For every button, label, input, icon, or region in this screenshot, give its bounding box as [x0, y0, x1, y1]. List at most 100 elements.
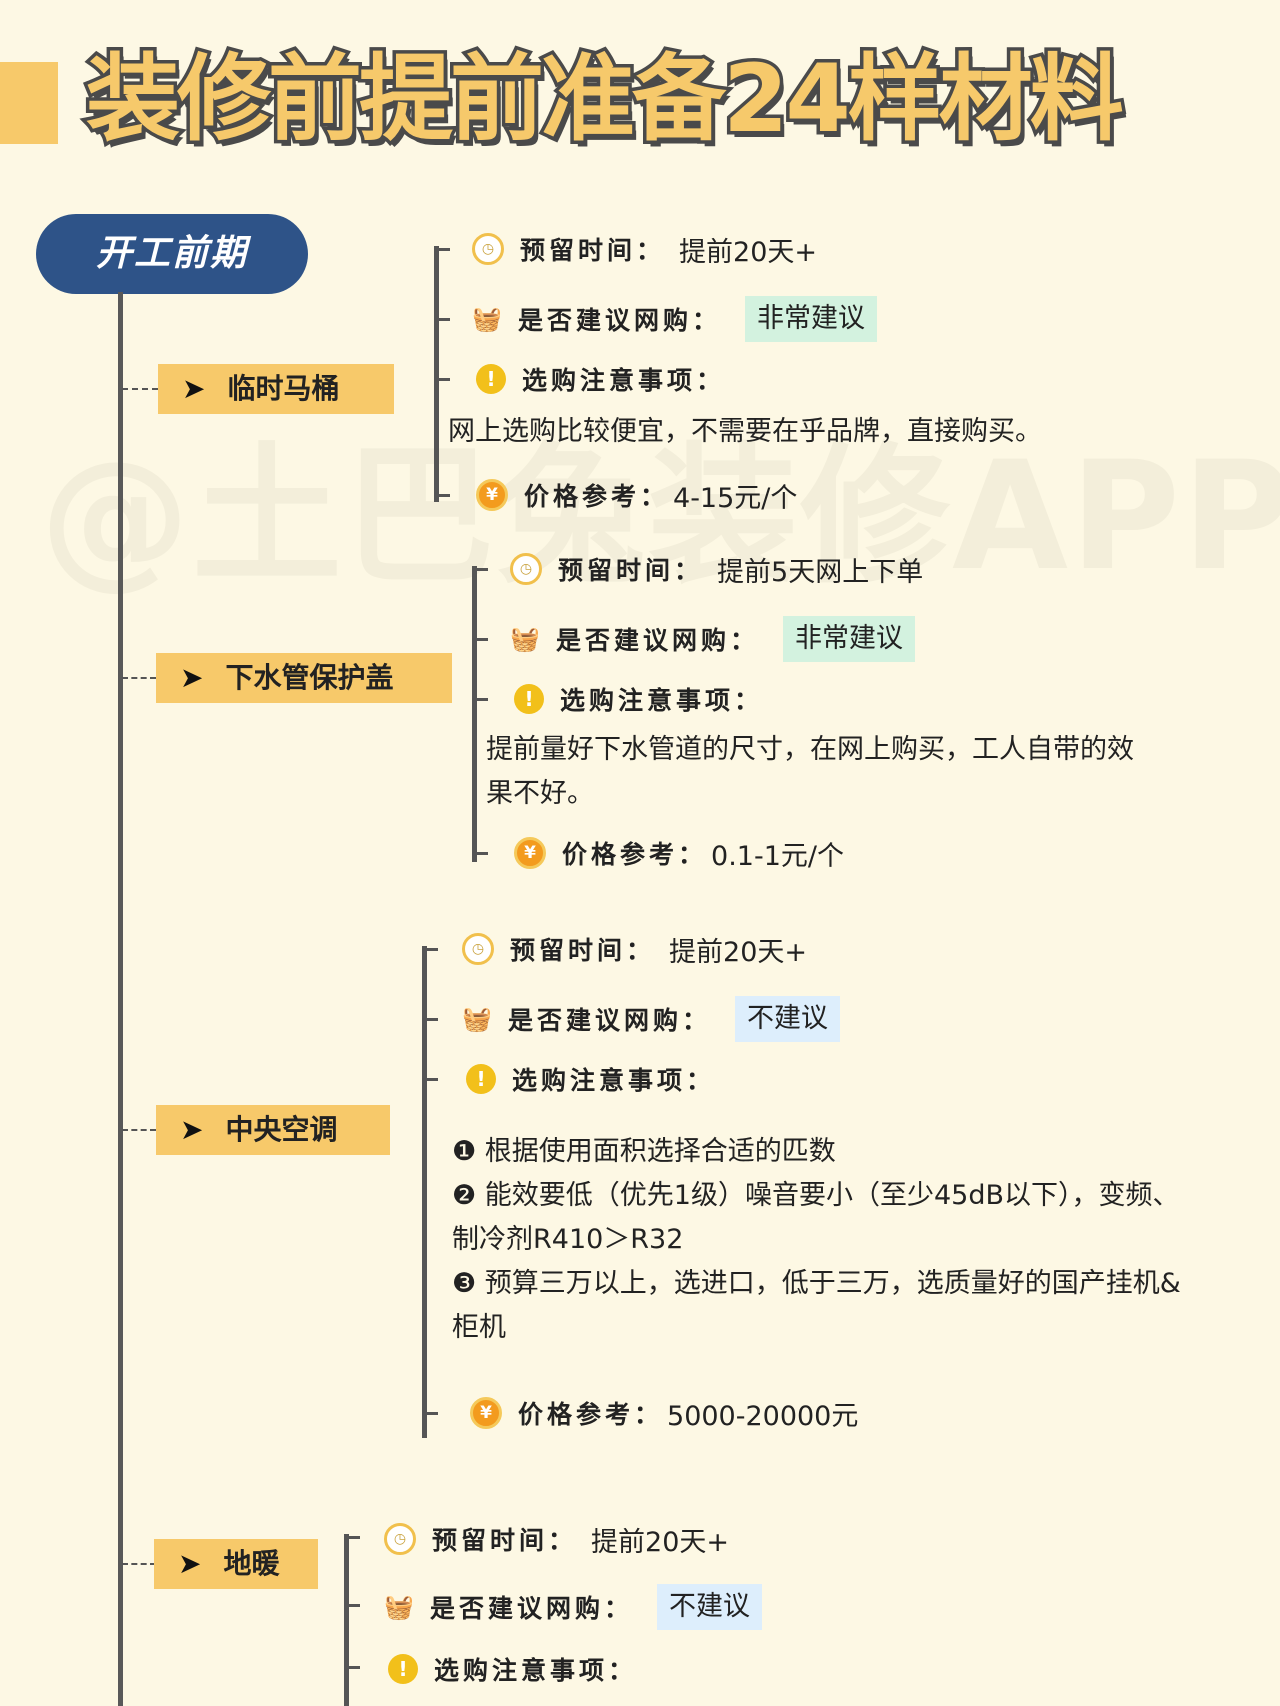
basket-icon: 🧺	[384, 1593, 414, 1621]
tick	[348, 1536, 360, 1539]
row-time: ◷ 预留时间： 提前20天+	[384, 1516, 729, 1562]
row-notes: ! 选购注意事项：	[388, 1646, 637, 1692]
connector-dash	[122, 677, 156, 679]
online-tag: 非常建议	[745, 296, 878, 342]
label-online: 是否建议网购：	[508, 1006, 712, 1035]
tick	[438, 378, 450, 381]
connector-dash	[122, 1563, 156, 1565]
yen-icon: ¥	[470, 1397, 502, 1429]
label-price: 价格参考：	[562, 840, 708, 869]
note-line: ❸ 预算三万以上，选进口，低于三万，选质量好的国产挂机&	[452, 1268, 1181, 1299]
note-line: ❷ 能效要低（优先1级）噪音要小（至少45dB以下），变频、	[452, 1180, 1180, 1211]
item-label-floor-heating: ➤地暖	[154, 1539, 318, 1589]
basket-icon: 🧺	[510, 625, 540, 653]
clock-icon: ◷	[510, 553, 542, 585]
detail-bracket	[434, 246, 439, 502]
row-time: ◷ 预留时间： 提前5天网上下单	[510, 546, 923, 592]
tick	[426, 1018, 438, 1021]
row-online: 🧺 是否建议网购： 不建议	[384, 1584, 763, 1630]
note-line: 柜机	[452, 1312, 506, 1343]
clock-icon: ◷	[462, 933, 494, 965]
note-line: 制冷剂R410＞R32	[452, 1224, 684, 1255]
value-time: 提前20天+	[591, 1526, 729, 1558]
label-notes: 选购注意事项：	[560, 686, 764, 715]
label-price: 价格参考：	[518, 1400, 664, 1429]
note-text: 网上选购比较便宜，不需要在乎品牌，直接购买。	[448, 416, 1042, 447]
online-tag: 非常建议	[783, 616, 916, 662]
label-time: 预留时间：	[520, 236, 666, 265]
item-name: 临时马桶	[227, 372, 340, 405]
basket-icon: 🧺	[472, 305, 502, 333]
label-time: 预留时间：	[432, 1526, 578, 1555]
label-notes: 选购注意事项：	[512, 1066, 716, 1095]
online-tag: 不建议	[735, 996, 841, 1042]
clock-icon: ◷	[384, 1523, 416, 1555]
yen-icon: ¥	[476, 479, 508, 511]
arrow-icon: ➤	[180, 661, 204, 694]
warning-icon: !	[514, 684, 544, 714]
connector-dash	[122, 1129, 156, 1131]
warning-icon: !	[466, 1064, 496, 1094]
tick	[348, 1666, 360, 1669]
item-name: 下水管保护盖	[225, 661, 394, 694]
row-notes: ! 选购注意事项：	[466, 1056, 715, 1102]
warning-icon: !	[388, 1654, 418, 1684]
row-price: ¥ 价格参考： 0.1-1元/个	[514, 830, 844, 876]
tick	[426, 1078, 438, 1081]
row-online: 🧺 是否建议网购： 非常建议	[472, 296, 878, 342]
label-online: 是否建议网购：	[556, 626, 760, 655]
detail-bracket	[422, 946, 427, 1438]
tick	[348, 1604, 360, 1607]
detail-bracket	[472, 566, 477, 862]
note-line: 果不好。	[486, 778, 594, 809]
label-price: 价格参考：	[524, 482, 670, 511]
label-online: 是否建议网购：	[518, 306, 722, 335]
note-line: 提前量好下水管道的尺寸，在网上购买，工人自带的效	[486, 734, 1134, 765]
tick	[426, 948, 438, 951]
connector-dash	[122, 388, 158, 390]
value-price: 4-15元/个	[673, 482, 798, 514]
value-time: 提前20天+	[669, 936, 807, 968]
note-line: ❶ 根据使用面积选择合适的匹数	[452, 1136, 836, 1167]
note-list: ❶ 根据使用面积选择合适的匹数 ❷ 能效要低（优先1级）噪音要小（至少45dB以…	[452, 1130, 1181, 1350]
value-price: 5000-20000元	[667, 1400, 859, 1432]
yen-icon: ¥	[514, 837, 546, 869]
timeline-spine	[118, 292, 123, 1706]
online-tag: 不建议	[657, 1584, 763, 1630]
basket-icon: 🧺	[462, 1005, 492, 1033]
tick	[476, 698, 488, 701]
arrow-icon: ➤	[178, 1547, 202, 1580]
tick	[426, 1412, 438, 1415]
value-price: 0.1-1元/个	[711, 840, 844, 872]
tick	[476, 852, 488, 855]
item-label-drain-cover: ➤ 下水管保护盖	[156, 653, 452, 703]
label-time: 预留时间：	[558, 556, 704, 585]
tick	[438, 318, 450, 321]
row-notes: ! 选购注意事项：	[476, 356, 725, 402]
note-text: 提前量好下水管道的尺寸，在网上购买，工人自带的效 果不好。	[486, 728, 1134, 816]
tick	[476, 568, 488, 571]
label-online: 是否建议网购：	[430, 1594, 634, 1623]
label-time: 预留时间：	[510, 936, 656, 965]
row-price: ¥ 价格参考： 5000-20000元	[470, 1390, 858, 1436]
row-notes: ! 选购注意事项：	[514, 676, 763, 722]
detail-bracket	[344, 1534, 349, 1706]
tick	[476, 638, 488, 641]
value-time: 提前5天网上下单	[717, 556, 924, 588]
watermark: @土巴兔装修APP	[40, 430, 1280, 604]
tick	[438, 494, 450, 497]
label-notes: 选购注意事项：	[522, 366, 726, 395]
warning-icon: !	[476, 364, 506, 394]
page-title: 装修前提前准备24样材料	[83, 42, 1128, 158]
label-notes: 选购注意事项：	[434, 1656, 638, 1685]
tick	[438, 248, 450, 251]
phase-badge: 开工前期	[36, 214, 308, 294]
item-label-central-ac: ➤中央空调	[156, 1105, 390, 1155]
value-time: 提前20天+	[679, 236, 817, 268]
arrow-icon: ➤	[182, 372, 206, 405]
item-label-toilet: ➤ 临时马桶	[158, 364, 394, 414]
item-name: 中央空调	[225, 1113, 338, 1146]
row-online: 🧺 是否建议网购： 非常建议	[510, 616, 916, 662]
clock-icon: ◷	[472, 233, 504, 265]
title-accent-bar	[0, 62, 58, 144]
